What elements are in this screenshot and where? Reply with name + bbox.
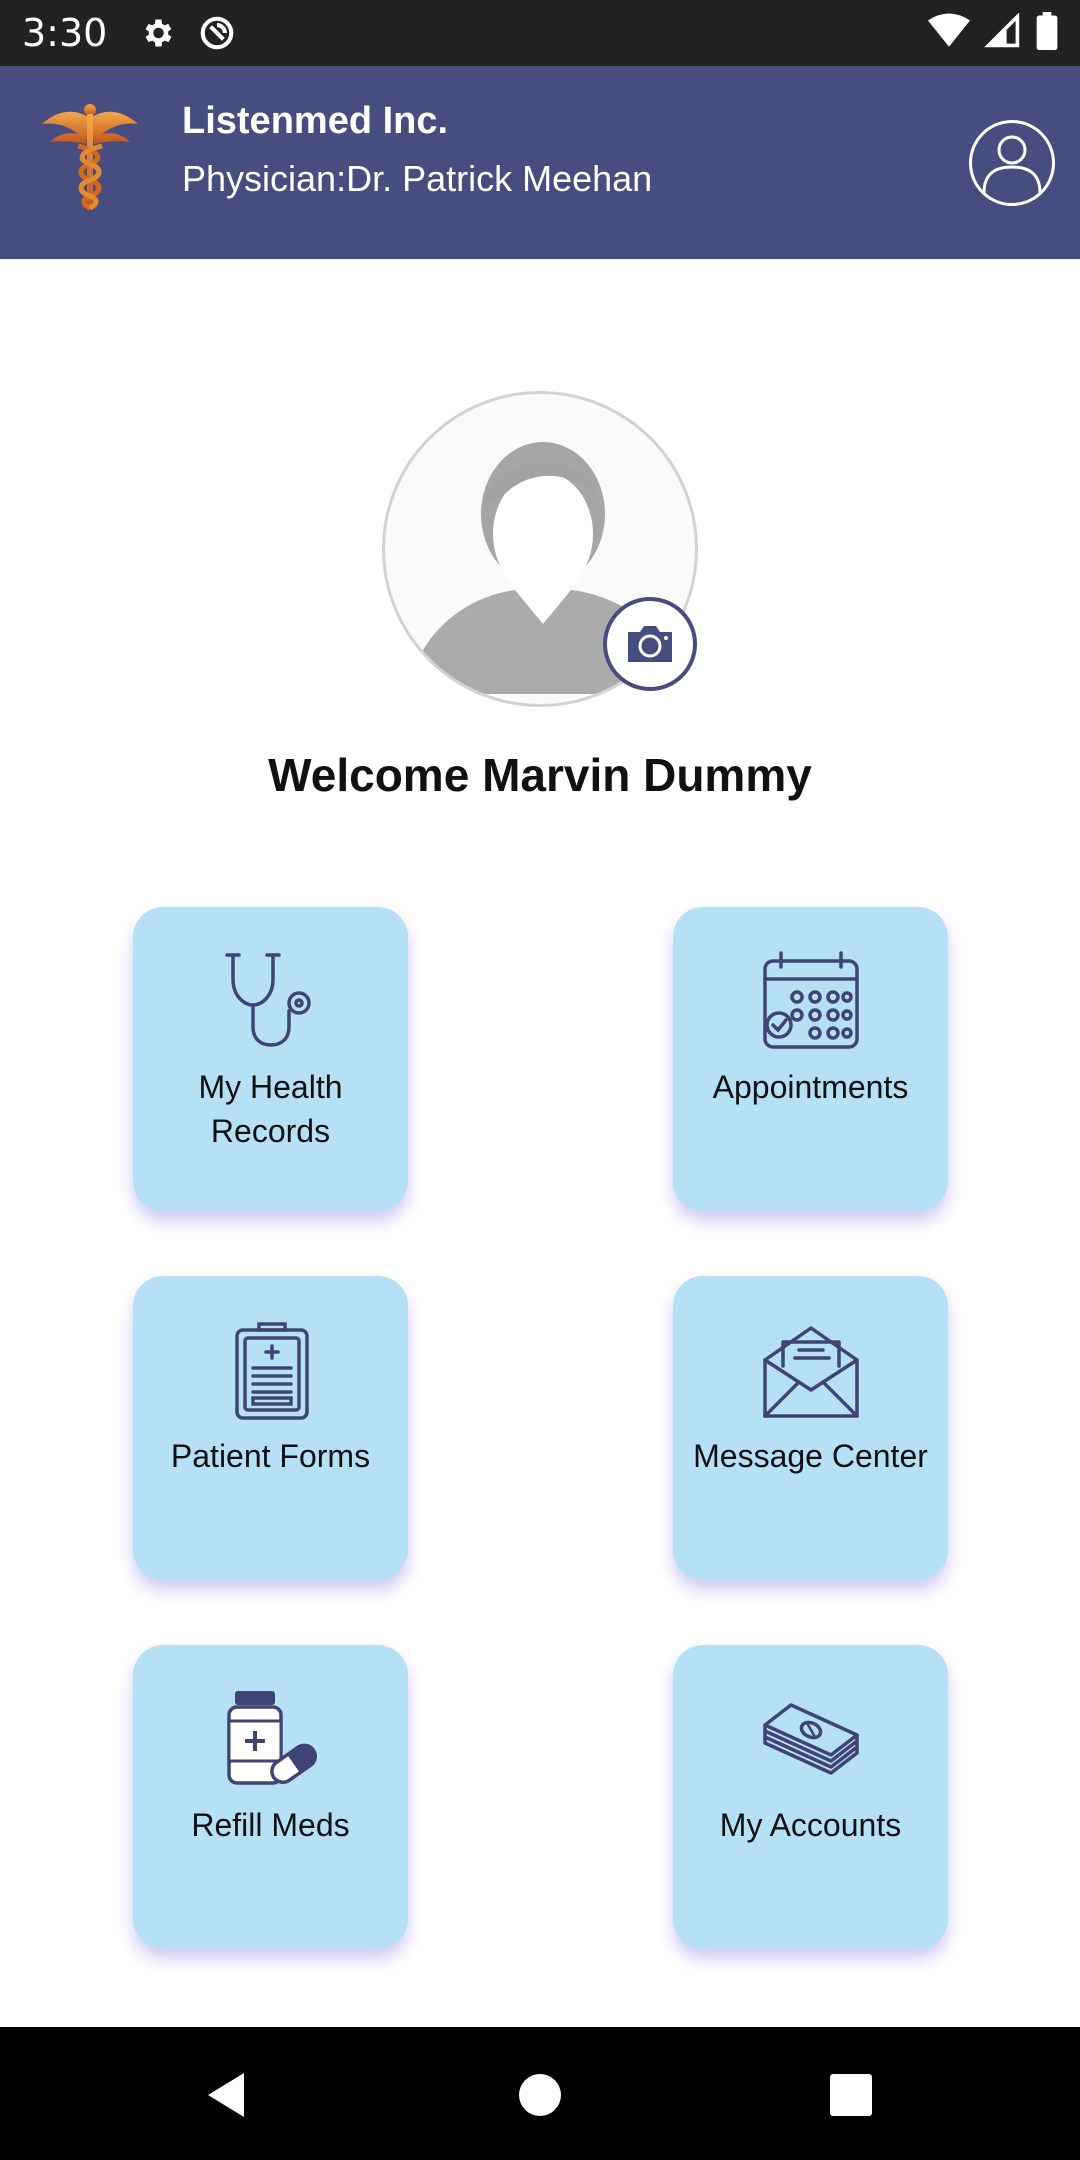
stethoscope-icon: [224, 953, 311, 1047]
envelope-icon: [762, 1326, 859, 1418]
clipboard-icon: [234, 1322, 309, 1420]
tile-label: Refill Meds: [191, 1807, 350, 1843]
settings-gear-icon: [137, 13, 177, 53]
status-bar: 3:30: [0, 0, 1080, 66]
cellular-signal-icon: [984, 11, 1022, 54]
calendar-icon: [762, 951, 859, 1049]
status-indicators: [928, 11, 1058, 55]
wifi-icon: [928, 13, 970, 54]
clinic-name: Listenmed Inc.: [182, 100, 449, 142]
tile-patient-forms[interactable]: Patient Forms: [133, 1276, 408, 1580]
app-header: Listenmed Inc. Physician:Dr. Patrick Mee…: [0, 66, 1080, 259]
tile-refill-meds[interactable]: Refill Meds: [133, 1645, 408, 1949]
tile-label: My Health Records: [198, 1069, 343, 1149]
tile-label: My Accounts: [719, 1807, 902, 1843]
tile-label: Patient Forms: [170, 1438, 371, 1474]
camera-icon: [628, 626, 672, 662]
navigation-bar: [0, 2027, 1080, 2160]
tile-my-health-records[interactable]: My Health Records: [133, 907, 408, 1211]
status-time: 3:30: [22, 11, 108, 55]
user-profile-icon[interactable]: [969, 120, 1055, 206]
battery-icon: [1036, 11, 1058, 55]
recents-icon[interactable]: [821, 2065, 881, 2125]
tile-message-center[interactable]: Message Center: [673, 1276, 948, 1580]
tile-label: Appointments: [712, 1069, 909, 1105]
money-stack-icon: [762, 1703, 859, 1775]
tile-label: Message Center: [693, 1438, 928, 1474]
physician-name: Physician:Dr. Patrick Meehan: [182, 158, 653, 199]
tile-appointments[interactable]: Appointments: [673, 907, 948, 1211]
home-icon[interactable]: [510, 2065, 570, 2125]
medicine-bottle-icon: [226, 1691, 317, 1785]
camera-button[interactable]: [603, 597, 697, 691]
back-icon[interactable]: [196, 2065, 256, 2125]
caduceus-icon: [38, 100, 142, 214]
tile-my-accounts[interactable]: My Accounts: [673, 1645, 948, 1949]
welcome-message: Welcome Marvin Dummy: [268, 749, 812, 801]
vpn-circle-icon: [197, 13, 237, 53]
